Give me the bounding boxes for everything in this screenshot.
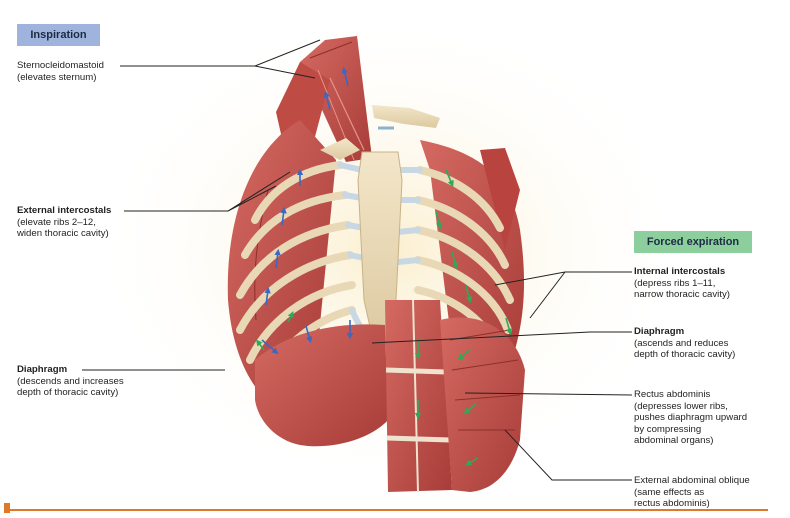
label-description: (elevate ribs 2–12, — [17, 216, 96, 228]
external-oblique-muscle — [440, 317, 525, 492]
label-title: Internal intercostals — [634, 266, 726, 277]
label-external-intercostals: External intercostals (elevate ribs 2–12… — [17, 205, 111, 240]
label-title: Diaphragm — [634, 326, 685, 337]
label-description: depth of thoracic cavity) — [17, 387, 119, 398]
label-sternocleidomastoid: Sternocleidomastoid (elevates sternum) — [17, 60, 104, 83]
label-internal-intercostals: Internal intercostals (depress ribs 1–11… — [634, 266, 730, 301]
label-title: Rectus abdominis — [634, 389, 711, 400]
label-description: pushes diaphragm upward — [634, 412, 748, 423]
label-description: (descends and increases — [17, 375, 124, 387]
label-description: (depresses lower ribs, — [634, 400, 728, 412]
label-description: (elevates sternum) — [17, 71, 97, 83]
expiration-arrows — [256, 169, 513, 466]
inspiration-badge: Inspiration — [17, 24, 100, 46]
forced-expiration-badge: Forced expiration — [634, 231, 752, 253]
right-rib-cage — [420, 140, 525, 380]
ribs — [236, 161, 514, 374]
bottom-rule-marker — [4, 503, 10, 513]
label-rectus-abdominis: Rectus abdominis (depresses lower ribs, … — [634, 389, 747, 447]
inspiration-arrows — [261, 66, 354, 355]
label-diaphragm-expiration: Diaphragm (ascends and reduces depth of … — [634, 326, 735, 361]
label-description: (same effects as — [634, 486, 705, 498]
label-description: rectus abdominis) — [634, 498, 710, 509]
label-description: by compressing — [634, 423, 702, 435]
label-description: depth of thoracic cavity) — [634, 349, 736, 360]
bottom-rule — [8, 509, 768, 511]
rectus-abdominis-muscle — [385, 299, 452, 493]
label-description: abdominal organs) — [634, 435, 714, 446]
label-description: narrow thoracic cavity) — [634, 289, 730, 300]
leader-lines — [82, 39, 633, 481]
diaphragm-muscle — [255, 324, 388, 447]
label-description: widen thoracic cavity) — [17, 228, 109, 239]
label-title: External intercostals — [17, 205, 112, 216]
label-description: (ascends and reduces — [634, 337, 729, 349]
label-title: External abdominal oblique — [634, 475, 750, 486]
label-description: (depress ribs 1–11, — [634, 277, 716, 289]
label-diaphragm-inspiration: Diaphragm (descends and increases depth … — [17, 364, 124, 399]
label-title: Diaphragm — [17, 364, 68, 375]
label-external-abdominal-oblique: External abdominal oblique (same effects… — [634, 475, 750, 510]
sternum — [320, 105, 440, 346]
label-title: Sternocleidomastoid — [17, 60, 104, 71]
